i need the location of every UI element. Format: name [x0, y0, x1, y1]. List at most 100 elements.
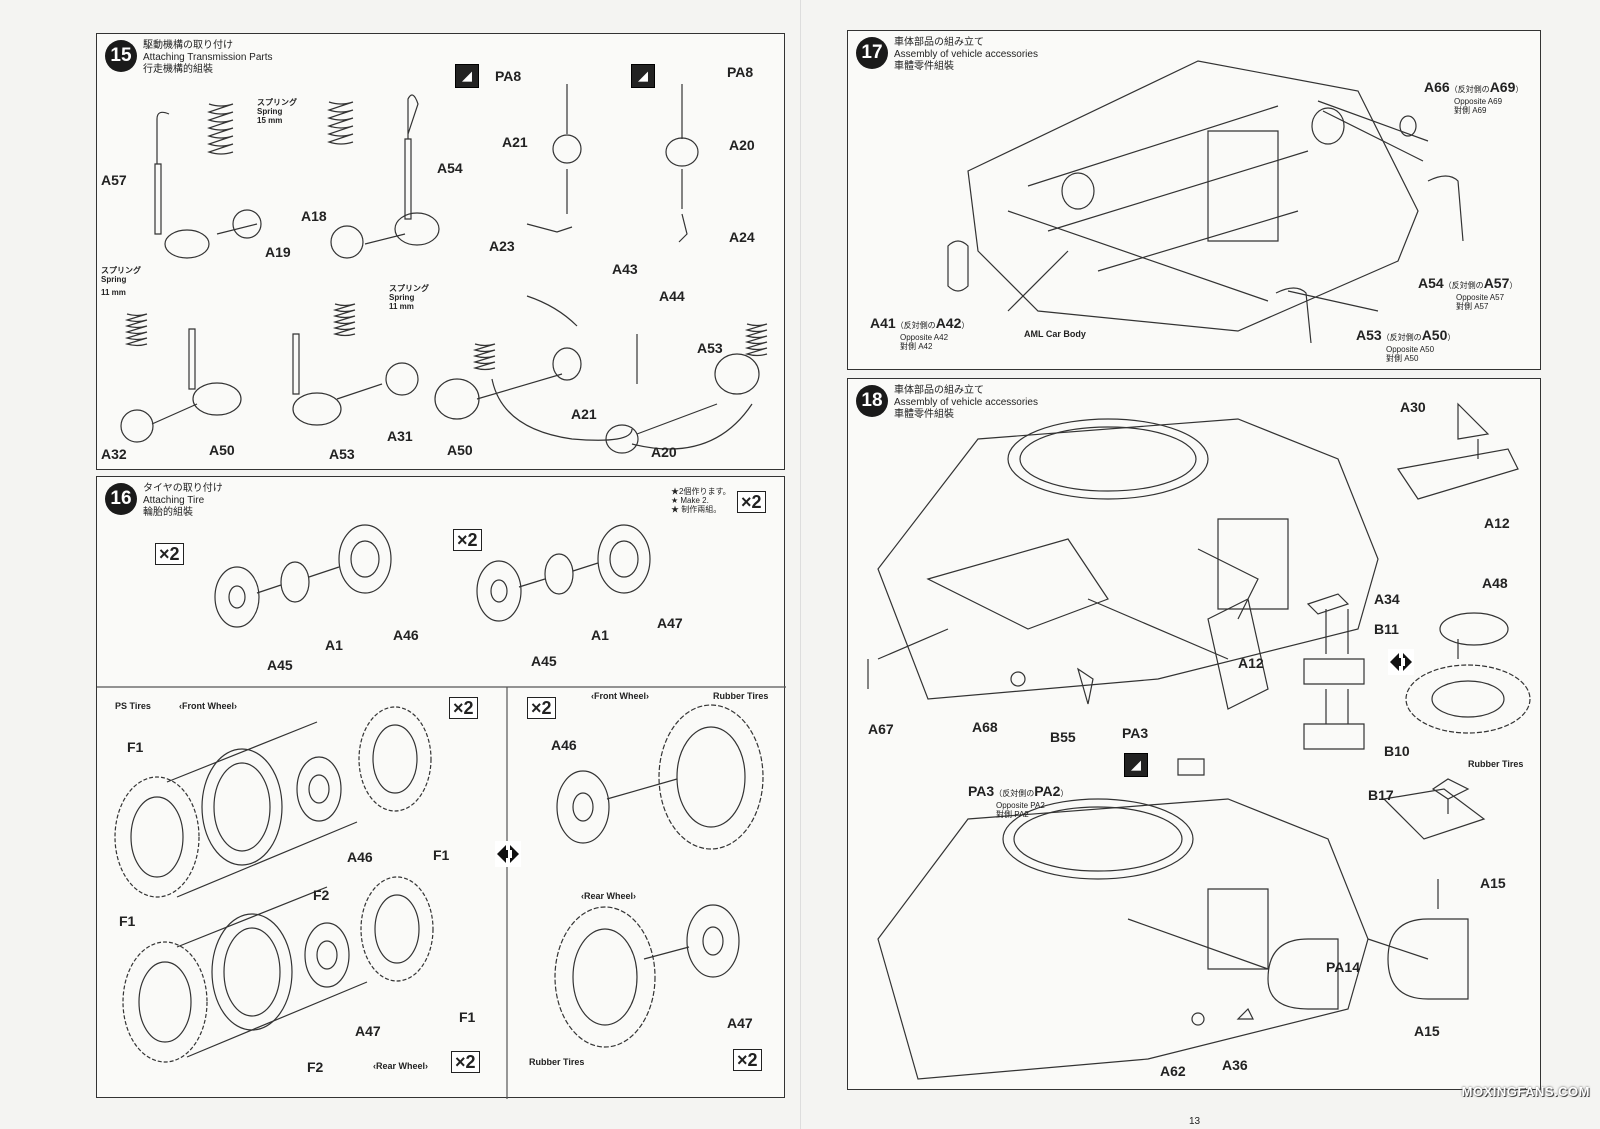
- label-a31: A31: [387, 428, 413, 444]
- label-a1-a: A1: [325, 637, 343, 653]
- step-15-title-en: Attaching Transmission Parts: [143, 52, 273, 63]
- part-a23: [527, 224, 572, 232]
- label-a53: A53: [329, 446, 355, 462]
- label-a47-ps: A47: [355, 1023, 381, 1039]
- tire-f1-rear: [123, 942, 207, 1062]
- a66-opp-jp: （反対側の: [1449, 85, 1490, 94]
- a66-opp-cn: 對側 A69: [1454, 106, 1487, 115]
- part-a20: [666, 138, 698, 166]
- part-a18: [331, 226, 363, 258]
- label-a20-b: A20: [651, 444, 677, 460]
- step-17-title-jp: 車体部品の組み立て: [894, 37, 984, 48]
- label-a19: A19: [265, 244, 291, 260]
- make-2-note-jp: ★2個作ります。: [671, 487, 731, 496]
- a53-opp-en: Opposite A50: [1386, 345, 1435, 354]
- label-a67: A67: [868, 721, 894, 737]
- spring-15mm-label: スプリング Spring 15 mm: [257, 98, 297, 125]
- wheel-arch-upper: [928, 539, 1108, 629]
- part-a66: [1400, 116, 1416, 136]
- part-a41: [948, 241, 968, 291]
- label-a47-rubber: A47: [727, 1015, 753, 1031]
- step-15-drawing: [97, 34, 786, 471]
- step-18-title-jp: 車体部品の組み立て: [894, 385, 984, 396]
- label-a20: A20: [729, 137, 755, 153]
- label-a45-b: A45: [531, 653, 557, 669]
- shaft-a53: [293, 334, 299, 394]
- a53-opposite-note: Opposite A50 對側 A50: [1386, 345, 1434, 363]
- part-a54: [1428, 176, 1463, 241]
- label-a62: A62: [1160, 1063, 1186, 1079]
- label-a47-a: A47: [657, 615, 683, 631]
- pa3-opp-jp: （反対側の: [994, 789, 1035, 798]
- part-a20-b: [606, 425, 638, 453]
- label-a18: A18: [301, 208, 327, 224]
- a41-text: A41: [870, 315, 896, 331]
- right-page: 17 車体部品の組み立て Assembly of vehicle accesso…: [800, 0, 1600, 1129]
- part-a68: [1011, 672, 1025, 686]
- step-16-number: 16: [105, 483, 137, 515]
- label-a48: A48: [1482, 575, 1508, 591]
- ps-front-wheel-label: ‹Front Wheel›: [179, 701, 237, 711]
- page-number: 13: [1189, 1116, 1201, 1127]
- spring-11mm-b-label: スプリング Spring 11 mm: [389, 284, 429, 311]
- flip-arrows-icon-18: [1388, 649, 1414, 675]
- step-17-titles: 車体部品の組み立て Assembly of vehicle accessorie…: [894, 37, 1038, 73]
- part-a48: [1440, 613, 1508, 645]
- spring-a50: [475, 344, 495, 370]
- label-f2-b: F2: [307, 1059, 324, 1075]
- wheel-a47-ps: [305, 923, 349, 987]
- part-b17-plate: [1384, 789, 1484, 839]
- part-a21-b: [553, 348, 581, 380]
- ps-rear-wheel-label: ‹Rear Wheel›: [373, 1061, 429, 1071]
- spring-11mm-b: [335, 304, 355, 336]
- step-15-panel: 15 駆動機構の取り付け Attaching Transmission Part…: [96, 33, 785, 470]
- side-box-lower: [1208, 889, 1268, 969]
- part-pa3: [1178, 759, 1204, 775]
- label-a24: A24: [729, 229, 755, 245]
- cement-icon-1: ◢: [455, 64, 479, 88]
- hub-a50: [193, 383, 241, 415]
- spring-11mm-b-size: 11 mm: [389, 302, 414, 311]
- label-pa3: PA3: [1122, 725, 1149, 741]
- label-a45-a: A45: [267, 657, 293, 673]
- step-18-title-cn: 車體零件組裝: [894, 409, 954, 420]
- label-a32: A32: [101, 446, 127, 462]
- left-page: 15 駆動機構の取り付け Attaching Transmission Part…: [96, 33, 800, 1129]
- label-a46-a: A46: [393, 627, 419, 643]
- step-16-title-en: Attaching Tire: [143, 495, 205, 506]
- spring-11mm-a-en: Spring: [101, 275, 127, 284]
- step-17-title-cn: 車體零件組裝: [894, 61, 954, 72]
- hub-left: [1062, 173, 1094, 209]
- rubber-rear-wheel-label: ‹Rear Wheel›: [581, 891, 637, 901]
- a53-opp-cn: 對側 A50: [1386, 354, 1419, 363]
- spring-11mm-a-jp: スプリング: [101, 266, 141, 275]
- a66-a69: A69: [1489, 79, 1516, 95]
- cement-icon-18: ◢: [1124, 753, 1148, 777]
- step-17-number: 17: [856, 37, 888, 69]
- wheel-a46-ps: [297, 757, 341, 821]
- spare-rubber-tire: [1406, 665, 1530, 733]
- rubber-tire-front: [659, 705, 763, 849]
- label-f1-a: F1: [127, 739, 144, 755]
- label-a53: A53（反対側のA50）: [1356, 327, 1455, 343]
- step-18-number: 18: [856, 385, 888, 417]
- label-a36: A36: [1222, 1057, 1248, 1073]
- a54-close: ）: [1509, 281, 1518, 290]
- step-16-header: 16 タイヤの取り付け Attaching Tire 輪胎的組裝: [105, 483, 223, 519]
- spring-11mm-a: [127, 314, 147, 346]
- part-a43: [527, 296, 577, 326]
- label-f1-d: F1: [459, 1009, 476, 1025]
- step-17-drawing: [848, 31, 1542, 371]
- step-15-title-cn: 行走機構的組裝: [143, 64, 213, 75]
- rubber-tires-label-b: Rubber Tires: [529, 1057, 585, 1067]
- step-15-header: 15 駆動機構の取り付け Attaching Transmission Part…: [105, 40, 273, 76]
- hub-a54: [395, 213, 439, 245]
- label-f1-c: F1: [119, 913, 136, 929]
- label-pa8-b: PA8: [727, 64, 754, 80]
- part-a21: [553, 135, 581, 163]
- x2-badge-a: ×2: [155, 543, 184, 565]
- shaft-a50: [189, 329, 195, 389]
- a41-opposite-note: Opposite A42 對側 A42: [900, 333, 948, 351]
- leader-a41: [1008, 251, 1068, 311]
- step-16-drawing: [97, 477, 786, 1099]
